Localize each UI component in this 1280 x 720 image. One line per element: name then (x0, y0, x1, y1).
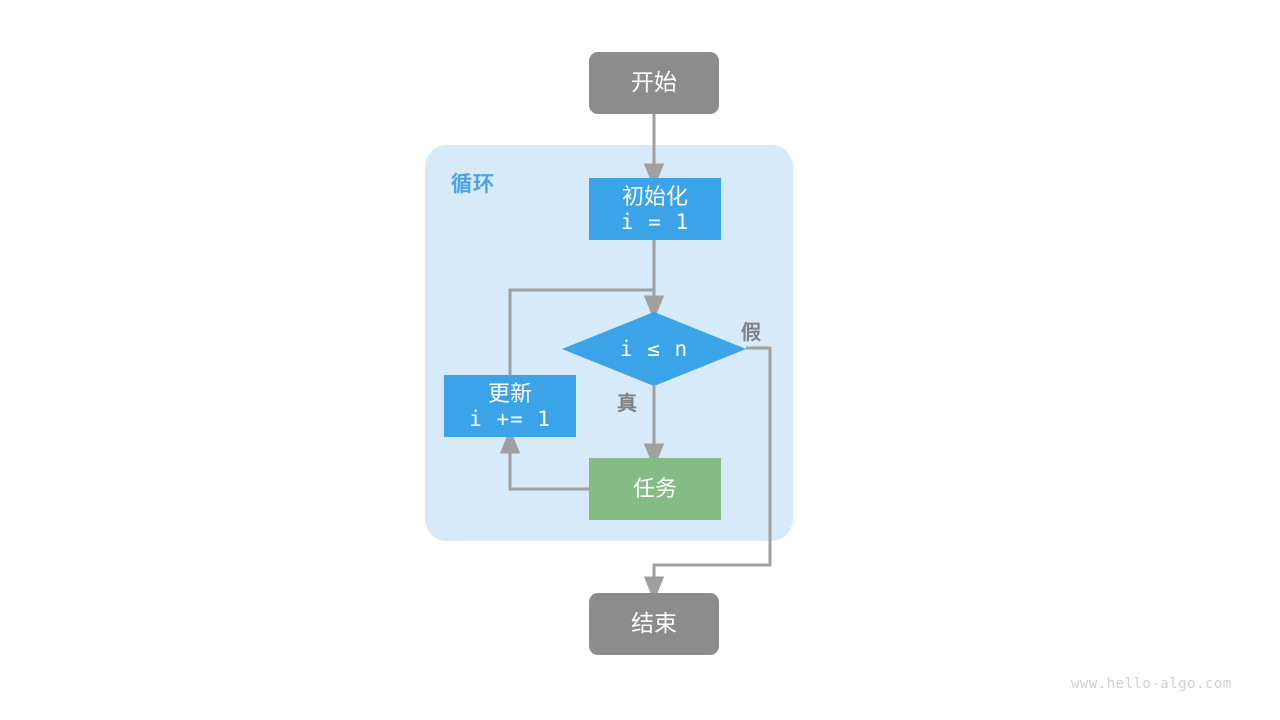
node-update-label: 更新 (487, 380, 532, 406)
node-decision[interactable]: i ≤ n (562, 312, 746, 386)
node-start-label: 开始 (631, 69, 677, 96)
edge-decision-false-to-end (643, 346, 772, 602)
edge-task-to-update (499, 428, 589, 491)
node-init-code: i = 1 (620, 209, 690, 234)
node-update[interactable]: 更新 i += 1 (444, 375, 576, 437)
node-update-code: i += 1 (469, 406, 551, 431)
node-end[interactable]: 结束 (589, 593, 719, 655)
node-task-label: 任务 (632, 476, 677, 502)
edge-update-to-decision (508, 288, 654, 375)
watermark: www.hello-algo.com (1071, 676, 1232, 692)
node-task[interactable]: 任务 (589, 458, 721, 520)
node-init[interactable]: 初始化 i = 1 (589, 178, 721, 240)
node-end-label: 结束 (631, 610, 677, 637)
node-start[interactable]: 开始 (589, 52, 719, 114)
edge-label-false: 假 (741, 322, 761, 344)
node-init-label: 初始化 (621, 183, 688, 209)
edge-label-true: 真 (617, 393, 637, 415)
loop-container-label: 循环 (451, 173, 495, 196)
node-decision-label: i ≤ n (619, 336, 689, 361)
